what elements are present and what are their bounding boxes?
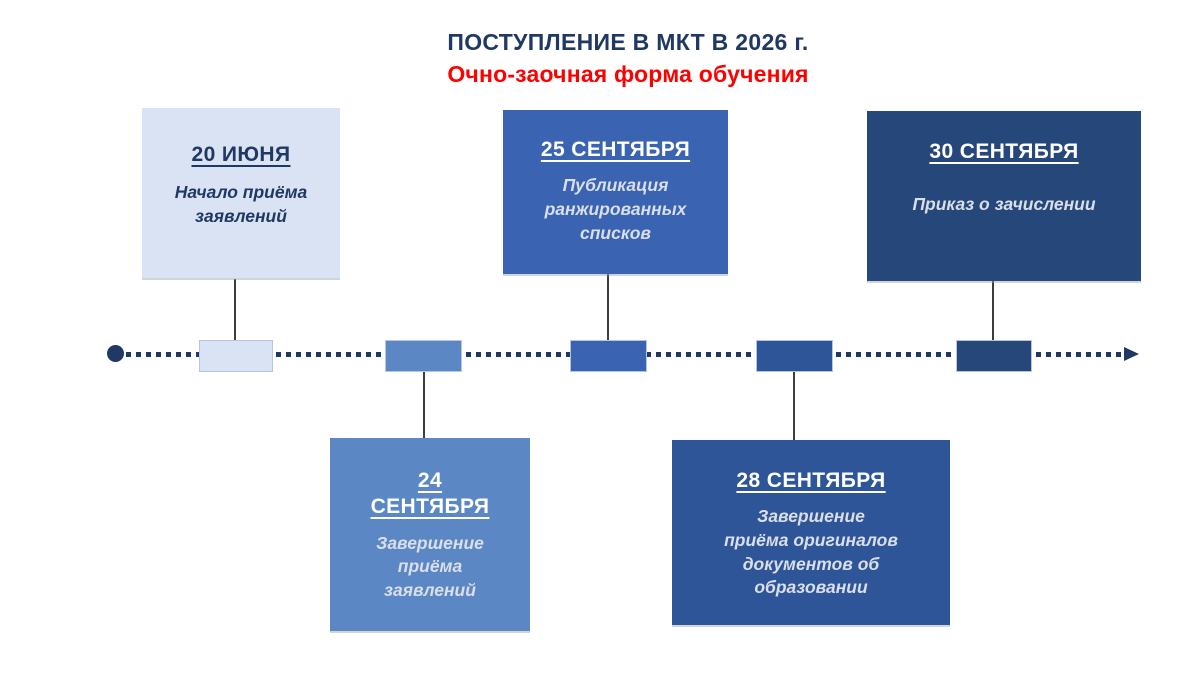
timeline-marker-24-september [385,340,462,372]
event-date: 28 СЕНТЯБРЯ [736,469,886,492]
connector-20-june [234,279,236,340]
connector-30-september [992,280,994,340]
event-description: Завершение приёма заявлений [376,532,484,600]
event-description: Приказ о зачислении [912,194,1096,215]
timeline-marker-20-june [199,340,273,372]
timeline-marker-25-september [570,340,647,372]
event-description: Начало приёма заявлений [174,182,308,226]
page-title: ПОСТУПЛЕНИЕ В МКТ В 2026 г. [447,29,809,55]
event-date: 24 СЕНТЯБРЯ [370,469,490,519]
title-block: ПОСТУПЛЕНИЕ В МКТ В 2026 г. Очно-заочная… [56,29,1200,88]
event-date: 20 ИЮНЯ [191,143,291,166]
timeline-marker-30-september [956,340,1032,372]
event-date: 30 СЕНТЯБРЯ [929,140,1079,163]
event-description: Завершение приёма оригиналов документов … [724,506,898,598]
page-subtitle: Очно-заочная форма обучения [447,61,809,87]
timeline-marker-28-september [756,340,833,372]
event-box-25-september: 25 СЕНТЯБРЯ Публикация ранжированных спи… [503,110,728,274]
timeline-arrow-icon [1124,347,1139,361]
event-box-30-september: 30 СЕНТЯБРЯ Приказ о зачислении [867,111,1141,281]
connector-25-september [607,273,609,340]
connector-28-september [793,372,795,440]
event-description: Публикация ранжированных списков [544,175,687,243]
timeline-start-dot [107,345,124,362]
event-date: 25 СЕНТЯБРЯ [540,138,691,161]
event-box-28-september: 28 СЕНТЯБРЯ Завершение приёма оригиналов… [672,440,950,625]
connector-24-september [423,372,425,438]
event-box-24-september: 24 СЕНТЯБРЯ Завершение приёма заявлений [330,438,530,631]
event-box-20-june: 20 ИЮНЯ Начало приёма заявлений [142,108,340,278]
